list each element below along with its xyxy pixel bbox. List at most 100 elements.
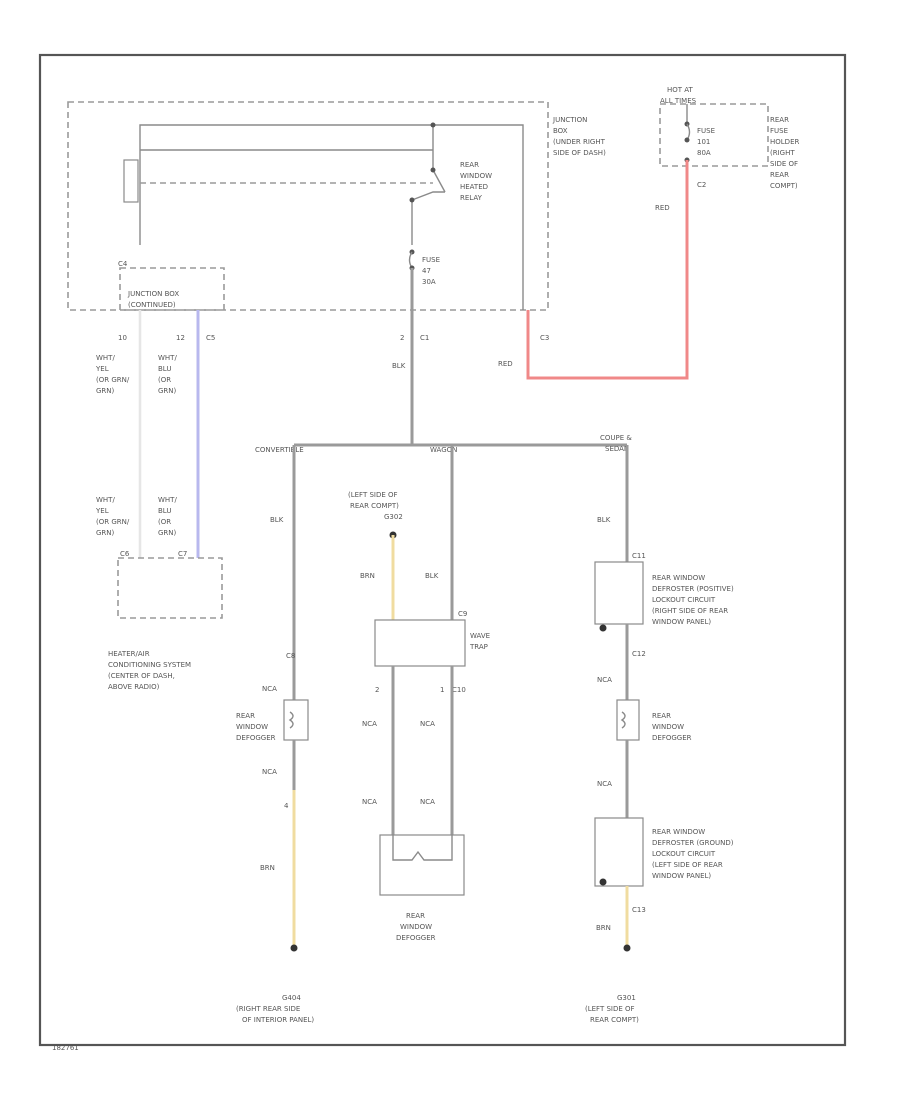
svg-text:REAR COMPT): REAR COMPT)	[590, 1016, 639, 1024]
pin-10-label: 10	[118, 334, 127, 342]
coupe-defogger-element	[616, 699, 640, 741]
convertible-defogger-element	[283, 699, 309, 741]
svg-text:101: 101	[697, 138, 710, 146]
branch-convertible: CONVERTIBLE	[255, 446, 304, 454]
coupe-wire-blk: BLK	[597, 516, 611, 524]
svg-text:REAR WINDOW: REAR WINDOW	[652, 574, 705, 582]
svg-text:REAR COMPT): REAR COMPT)	[350, 502, 399, 510]
svg-text:SIDE OF DASH): SIDE OF DASH)	[553, 149, 606, 157]
svg-text:GRN): GRN)	[96, 529, 115, 537]
junction-box-outline	[67, 101, 549, 311]
wagon-wire-blk: BLK	[425, 572, 439, 580]
lockout-positive-label: REAR WINDOW DEFROSTER (POSITIVE) LOCKOUT…	[652, 574, 734, 626]
wagon-defogger-grid-icon	[392, 835, 453, 861]
coupe-defogger-icon	[620, 711, 626, 729]
convertible-wire-nca-2: NCA	[262, 768, 277, 776]
lockout-ground-box	[594, 817, 644, 887]
wagon-wire-nca-2: NCA	[420, 720, 435, 728]
conn-c8: C8	[286, 652, 295, 660]
svg-text:GRN): GRN)	[158, 387, 177, 395]
svg-text:WHT/: WHT/	[96, 354, 115, 362]
wave-trap-box	[374, 619, 466, 667]
svg-text:(OR: (OR	[158, 518, 171, 526]
svg-text:WINDOW: WINDOW	[460, 172, 492, 180]
heater-ac-connector	[117, 557, 223, 619]
svg-text:GRN): GRN)	[96, 387, 115, 395]
pin-12-label: 12	[176, 334, 185, 342]
coupe-wire-nca-1: NCA	[597, 676, 612, 684]
svg-text:HOT AT: HOT AT	[667, 86, 694, 94]
pin-4-label: 4	[284, 802, 289, 810]
junction-box-continued-label: JUNCTION BOX (CONTINUED)	[127, 290, 179, 309]
svg-text:G301: G301	[617, 994, 636, 1002]
pin-2-label: 2	[400, 334, 404, 342]
conn-c1: C1	[420, 334, 429, 342]
svg-text:(OR: (OR	[158, 376, 171, 384]
svg-text:WINDOW: WINDOW	[400, 923, 432, 931]
conn-c3: C3	[540, 334, 549, 342]
conn-c5: C5	[206, 334, 215, 342]
svg-text:DEFOGGER: DEFOGGER	[652, 734, 692, 742]
svg-text:DEFOGGER: DEFOGGER	[236, 734, 276, 742]
svg-text:YEL: YEL	[95, 365, 109, 373]
svg-text:HOLDER: HOLDER	[770, 138, 799, 146]
svg-text:WHT/: WHT/	[96, 496, 115, 504]
svg-text:YEL: YEL	[95, 507, 109, 515]
rear-fuse-holder-outline	[659, 103, 769, 167]
svg-text:FUSE: FUSE	[697, 127, 715, 135]
convertible-defogger-icon	[288, 711, 294, 729]
fuse47-node-top	[409, 197, 415, 203]
svg-text:FUSE: FUSE	[770, 127, 788, 135]
svg-text:(RIGHT: (RIGHT	[770, 149, 795, 157]
svg-text:CONDITIONING SYSTEM: CONDITIONING SYSTEM	[108, 661, 191, 669]
branch-wagon: WAGON	[430, 446, 457, 454]
svg-text:WINDOW PANEL): WINDOW PANEL)	[652, 872, 711, 880]
svg-text:DEFROSTER (GROUND): DEFROSTER (GROUND)	[652, 839, 734, 847]
wagon-pin-2: 2	[375, 686, 379, 694]
wave-trap-label: WAVE TRAP	[469, 632, 490, 651]
svg-text:OF INTERIOR PANEL): OF INTERIOR PANEL)	[242, 1016, 314, 1024]
hot-at-label: HOT AT ALL TIMES	[660, 86, 697, 105]
relay-coil	[123, 159, 139, 203]
svg-text:DEFROSTER (POSITIVE): DEFROSTER (POSITIVE)	[652, 585, 734, 593]
svg-text:WAVE: WAVE	[470, 632, 490, 640]
svg-text:(OR GRN/: (OR GRN/	[96, 518, 130, 526]
relay-feed-wire	[139, 124, 524, 310]
svg-text:REAR WINDOW: REAR WINDOW	[652, 828, 705, 836]
rear-fuse-holder-label: REAR FUSE HOLDER (RIGHT SIDE OF REAR COM…	[770, 116, 799, 190]
wagon-defogger-label: REAR WINDOW DEFOGGER	[396, 912, 436, 942]
svg-text:G302: G302	[384, 513, 403, 521]
svg-text:SIDE OF: SIDE OF	[770, 160, 798, 168]
wagon-wire-nca-1: NCA	[362, 720, 377, 728]
svg-text:(RIGHT SIDE OF REAR: (RIGHT SIDE OF REAR	[652, 607, 728, 615]
svg-text:(RIGHT REAR SIDE: (RIGHT REAR SIDE	[236, 1005, 300, 1013]
relay-label: REAR WINDOW HEATED RELAY	[460, 161, 492, 202]
branch-coupe-sedan: COUPE & SEDAN	[600, 434, 632, 453]
relay-out	[411, 191, 445, 201]
convertible-defogger-label: REAR WINDOW DEFOGGER	[236, 712, 276, 742]
conn-c6: C6	[120, 550, 130, 558]
svg-text:BLU: BLU	[158, 507, 171, 515]
svg-text:(OR GRN/: (OR GRN/	[96, 376, 130, 384]
footer-id: 182761	[52, 1044, 79, 1052]
coupe-defogger-label: REAR WINDOW DEFOGGER	[652, 712, 692, 742]
svg-text:(CONTINUED): (CONTINUED)	[128, 301, 176, 309]
g404-ground-icon	[290, 944, 298, 952]
svg-text:REAR: REAR	[770, 116, 789, 124]
coupe-wire-nca-2: NCA	[597, 780, 612, 788]
g301-label: G301 (LEFT SIDE OF REAR COMPT)	[585, 994, 639, 1024]
conn-c7: C7	[178, 550, 187, 558]
relay-node-top	[430, 122, 436, 128]
svg-text:REAR: REAR	[652, 712, 671, 720]
svg-text:TRAP: TRAP	[469, 643, 488, 651]
wagon-wire-brn: BRN	[360, 572, 375, 580]
svg-text:80A: 80A	[697, 149, 711, 157]
svg-text:(UNDER RIGHT: (UNDER RIGHT	[553, 138, 606, 146]
wht-yel-label-top: WHT/ YEL (OR GRN/ GRN)	[95, 354, 130, 395]
svg-text:47: 47	[422, 267, 431, 275]
svg-text:JUNCTION: JUNCTION	[552, 116, 587, 124]
relay-node-mid	[430, 167, 436, 173]
wagon-wire-nca-4: NCA	[420, 798, 435, 806]
svg-text:SEDAN: SEDAN	[605, 445, 629, 453]
